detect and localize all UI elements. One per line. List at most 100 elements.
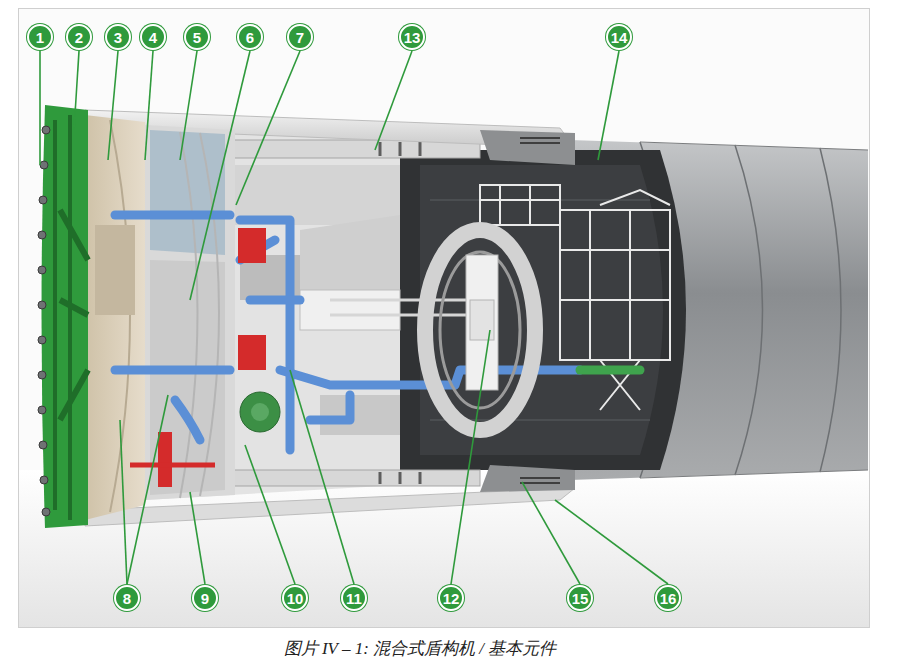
slurry-pipes	[115, 215, 640, 450]
callout-number: 12	[438, 585, 464, 611]
tunnel-lining	[400, 150, 686, 470]
cutterhead	[55, 115, 70, 520]
hydraulic-parts	[130, 228, 280, 487]
leader-lines	[127, 395, 168, 584]
hydraulic-parts	[238, 228, 266, 263]
slurry-pipes	[115, 366, 230, 375]
shield-shell	[85, 110, 575, 526]
cutterhead	[42, 105, 89, 528]
callout-number: 6	[237, 24, 263, 50]
callout-number: 16	[655, 585, 681, 611]
slurry-pipes	[580, 366, 640, 375]
leader-lines	[40, 51, 668, 584]
leader-lines	[522, 482, 580, 584]
submerged-wall	[145, 125, 235, 500]
leader-lines	[555, 500, 668, 584]
leader-lines	[190, 51, 250, 300]
slurry-pipes	[175, 400, 200, 440]
gantry	[560, 210, 670, 360]
segment-tube	[820, 148, 841, 472]
thrust-cylinders	[380, 142, 420, 156]
cutterhead	[38, 301, 46, 309]
slurry-pipes	[115, 211, 230, 220]
callout-number: 8	[114, 585, 140, 611]
hydraulic-parts	[130, 463, 215, 468]
background	[18, 8, 870, 628]
erector	[440, 252, 520, 408]
callout-number: 4	[140, 24, 166, 50]
gantry	[480, 185, 670, 410]
callout-number: 5	[184, 24, 210, 50]
callout-number: 13	[399, 24, 425, 50]
callout-number: 14	[606, 24, 632, 50]
callout-number: 9	[192, 585, 218, 611]
cutterhead	[38, 105, 88, 528]
leader-lines	[290, 370, 354, 584]
erector	[466, 255, 498, 390]
cutterhead	[38, 406, 46, 414]
cutterhead	[38, 336, 46, 344]
callout-number: 2	[66, 24, 92, 50]
leader-lines	[39, 51, 41, 165]
shield-interior	[320, 395, 400, 435]
callout-number: 1	[27, 24, 53, 50]
background	[18, 8, 870, 628]
thrust-cylinders	[380, 472, 420, 484]
gantry	[560, 190, 670, 360]
hydraulic-parts	[251, 403, 269, 421]
leader-lines	[108, 51, 118, 160]
leader-lines	[451, 330, 490, 584]
leader-lines	[236, 51, 300, 205]
leader-lines	[245, 445, 295, 584]
frame	[19, 9, 870, 628]
cutterhead	[38, 231, 46, 239]
cutterhead	[39, 196, 47, 204]
figure-caption: 图片 IV – 1: 混合式盾构机 / 基本元件	[284, 637, 557, 660]
cutterhead	[42, 126, 50, 134]
callout-number: 15	[567, 585, 593, 611]
shield-shell	[480, 130, 575, 165]
cutterhead	[60, 210, 88, 420]
shield-interior	[300, 215, 400, 330]
hydraulic-parts	[158, 432, 172, 487]
cutterhead	[38, 266, 46, 274]
gantry	[480, 185, 560, 225]
cutterhead	[42, 508, 50, 516]
callout-number: 3	[105, 24, 131, 50]
leader-lines	[598, 51, 619, 160]
leader-lines	[180, 51, 197, 160]
cutterhead	[40, 161, 48, 169]
leader-lines	[74, 51, 79, 130]
hydraulic-parts	[238, 335, 266, 370]
submerged-wall	[150, 260, 225, 495]
shield-interior	[300, 290, 400, 330]
submerged-wall	[180, 132, 198, 498]
callout-number: 7	[287, 24, 313, 50]
callout-number: 11	[341, 585, 367, 611]
leader-lines	[120, 420, 127, 584]
cutterhead	[38, 126, 50, 516]
leader-lines	[375, 51, 412, 150]
cutterhead	[40, 476, 48, 484]
slurry-pipes	[250, 296, 300, 305]
gantry	[480, 185, 560, 225]
cutterhead	[38, 371, 46, 379]
bulkhead	[85, 115, 145, 520]
bulkhead	[110, 120, 130, 512]
hydraulic-parts	[240, 392, 280, 432]
bulkhead	[85, 115, 145, 520]
leader-lines	[145, 51, 153, 160]
leader-lines	[190, 492, 205, 584]
tunnel-lining	[420, 165, 663, 455]
frame	[19, 9, 870, 628]
slurry-pipes	[310, 395, 350, 420]
shield-interior	[330, 300, 470, 315]
submerged-wall	[150, 130, 225, 255]
submerged-wall	[145, 125, 235, 500]
thrust-cylinders	[225, 470, 480, 486]
erector	[470, 300, 494, 340]
tunnel-lining	[400, 150, 686, 470]
callout-number: 10	[282, 585, 308, 611]
segment-tube	[735, 145, 763, 475]
